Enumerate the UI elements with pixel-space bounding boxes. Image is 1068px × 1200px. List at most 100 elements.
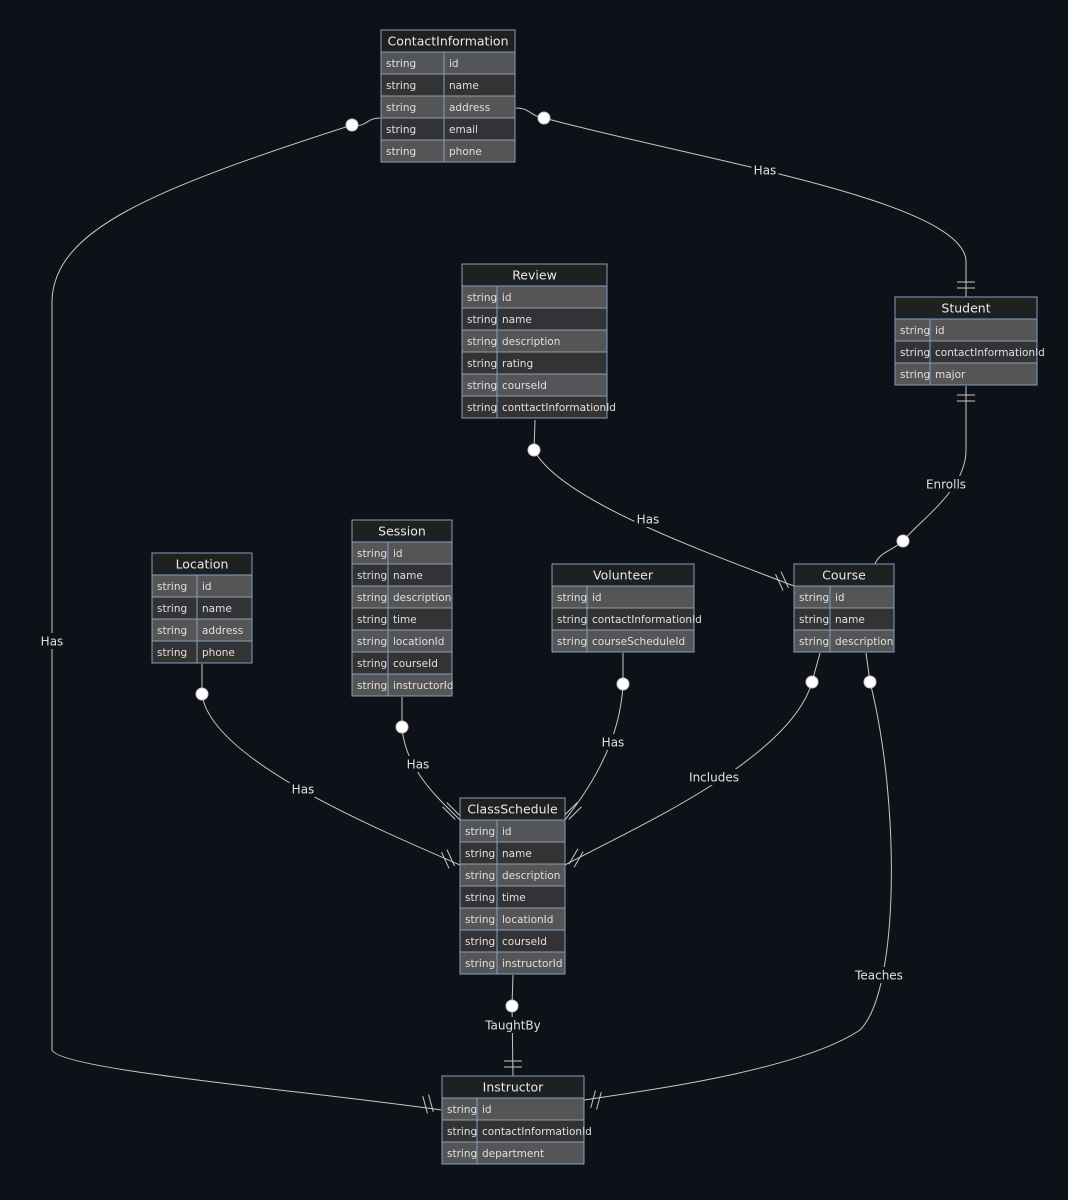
one-only-cardinality-icon	[957, 394, 975, 402]
attribute-name: id	[935, 325, 945, 337]
zero-cardinality-icon	[395, 720, 409, 734]
one-only-cardinality-icon	[441, 849, 455, 869]
attribute-type: string	[157, 581, 187, 593]
attribute-type: string	[357, 570, 387, 582]
attribute-row: string id	[151, 574, 253, 598]
attribute-type: string	[465, 892, 495, 904]
attribute-type: string	[357, 548, 387, 560]
attribute-row: string name	[380, 73, 516, 97]
attribute-name: instructorId	[502, 958, 563, 970]
attribute-type: string	[900, 325, 930, 337]
attribute-type: string	[799, 614, 829, 626]
attribute-type: string	[465, 936, 495, 948]
attribute-name: description	[393, 592, 451, 604]
one-only-cardinality-icon	[564, 802, 582, 820]
attribute-name: contactInformationId	[592, 614, 702, 626]
relationship-label: Enrolls	[918, 476, 974, 492]
attribute-type: string	[557, 614, 587, 626]
attribute-row: string id	[461, 285, 608, 309]
attribute-name: name	[449, 80, 479, 92]
relationship-contact-information-student	[515, 107, 975, 297]
relationship-label-text: Teaches	[854, 969, 903, 983]
attribute-type: string	[467, 336, 497, 348]
attribute-name: contactInformationId	[482, 1126, 592, 1138]
relationship-label: Has	[751, 162, 779, 178]
zero-cardinality-icon	[195, 687, 209, 701]
attribute-type: string	[467, 380, 497, 392]
one-only-cardinality-icon	[422, 1094, 434, 1114]
zero-cardinality-icon	[896, 534, 910, 548]
attribute-type: string	[467, 292, 497, 304]
attribute-name: courseId	[393, 658, 438, 670]
attribute-name: id	[502, 292, 512, 304]
attribute-type: string	[386, 58, 416, 70]
attribute-name: id	[835, 592, 845, 604]
relationship-course-student	[874, 386, 975, 565]
relationship-label: Has	[38, 633, 66, 649]
attribute-type: string	[157, 603, 187, 615]
attribute-type: string	[465, 826, 495, 838]
attribute-name-cell	[496, 285, 608, 309]
attribute-name: name	[202, 603, 232, 615]
relationship-label-text: Has	[41, 635, 64, 649]
attribute-name-cell	[476, 1097, 585, 1121]
attribute-type: string	[357, 680, 387, 692]
attribute-name-cell	[496, 395, 608, 419]
relationship-review-course	[527, 419, 795, 591]
attribute-row: string name	[151, 596, 253, 620]
relationship-label: Teaches	[851, 967, 907, 983]
relationship-volunteer-class-schedule	[564, 653, 630, 821]
attribute-name: address	[202, 625, 243, 637]
relationship-contact-information-instructor	[51, 117, 442, 1114]
entity-name: Session	[378, 524, 426, 539]
zero-cardinality-icon	[863, 675, 877, 689]
attribute-name: description	[835, 636, 893, 648]
zero-cardinality-icon	[616, 677, 630, 691]
attribute-type: string	[386, 80, 416, 92]
attribute-name-cell	[829, 629, 895, 653]
attribute-name-cell	[196, 640, 253, 664]
attribute-name-cell	[387, 673, 453, 697]
attribute-name: id	[482, 1104, 492, 1116]
one-only-cardinality-icon	[504, 1060, 522, 1068]
relationship-label-text: Has	[292, 783, 315, 797]
attribute-type: string	[465, 848, 495, 860]
attribute-type: string	[386, 124, 416, 136]
attribute-name: department	[482, 1148, 544, 1160]
relationship-label-text: Has	[407, 758, 430, 772]
attribute-type: string	[386, 102, 416, 114]
one-only-cardinality-icon	[590, 1090, 602, 1110]
attribute-type: string	[157, 625, 187, 637]
relationship-label: Has	[634, 511, 662, 527]
attribute-type: string	[447, 1148, 477, 1160]
attribute-type: string	[799, 592, 829, 604]
attribute-name-cell	[929, 318, 1038, 342]
attribute-type: string	[900, 369, 930, 381]
attribute-name: id	[202, 581, 212, 593]
